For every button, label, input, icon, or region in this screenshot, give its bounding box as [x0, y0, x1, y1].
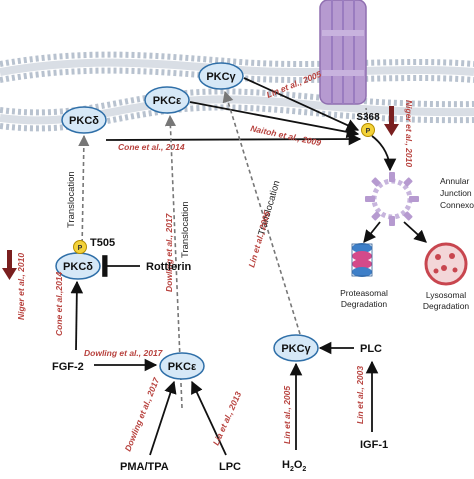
t505-phospho-badge: P [78, 245, 83, 252]
pma-tpa-label: PMA/TPA [120, 461, 169, 473]
citation-lin-2005-mid: Lin et al., 2005 [246, 210, 272, 269]
pkc-epsilon-lower-node: PKCε [159, 352, 205, 380]
pkc-delta-membrane-label: PKCδ [69, 115, 99, 127]
connexon-channel [319, 0, 367, 105]
citation-cone-2014-left: Cone et al.,2014 [54, 271, 64, 336]
pkc-delta-membrane-node: PKCδ [61, 106, 107, 134]
translocation-label-delta: Translocation [66, 171, 77, 228]
citation-lin-2005-low: Lin et al., 2005 [282, 386, 292, 444]
t505-phospho-site: P T505 [73, 237, 115, 254]
translocation-label-epsilon: Translocation [180, 201, 191, 258]
citation-dowling-2017-horiz: Dowling et al., 2017 [84, 348, 164, 358]
pkc-delta-translocation-arrow [78, 134, 90, 251]
citation-niger-2010-right: Niger et al., 2010 [404, 100, 414, 167]
pkc-delta-to-s368-arrow [105, 132, 362, 146]
h2o2-label: H2O2 [282, 459, 306, 473]
annular-label-line-2: Junction [440, 188, 472, 198]
igf1-label: IGF-1 [360, 439, 388, 451]
t505-label: T505 [90, 237, 115, 249]
to-lysosomal-arrow [403, 221, 427, 243]
annular-junction-connexosome [365, 172, 419, 226]
pkc-gamma-to-s368-arrow [243, 77, 360, 132]
s368-phospho-site: P S368 [356, 107, 380, 137]
pkc-epsilon-membrane-label: PKCε [153, 95, 182, 107]
citation-dowling-2017-mid: Dowling et al., 2017 [164, 212, 174, 292]
citation-lin-2003: Lin et al., 2003 [355, 366, 365, 424]
citation-naitoh-2009: Naitoh et al., 2009 [250, 123, 323, 148]
lpc-to-pkc-epsilon-arrow [191, 380, 227, 456]
citation-niger-2010-left: Niger et al., 2010 [16, 253, 26, 320]
pkc-gamma-translocation-arrow [222, 90, 301, 335]
proteasomal-label-line-1: Proteasomal [340, 288, 388, 298]
pkc-gamma-membrane-node: PKCγ [198, 62, 244, 90]
fgf2-label: FGF-2 [52, 361, 84, 373]
fgf2-to-pkc-delta-arrow [70, 280, 84, 351]
rottlerin-label: Rottlerin [146, 261, 192, 273]
lysosomal-label-line-1: Lysosomal [426, 290, 466, 300]
annular-label-line-1: Annular [440, 176, 469, 186]
connexin-decrease-indicator [384, 106, 399, 136]
pkc-epsilon-to-s368-arrow [189, 101, 360, 139]
pkc-delta-decrease-indicator [2, 250, 17, 280]
lpc-label: LPC [219, 461, 241, 473]
pkc-gamma-lower-node: PKCγ [273, 334, 319, 362]
to-proteasomal-arrow [363, 221, 381, 243]
lysosomal-label-line-2: Degradation [423, 301, 470, 311]
pkc-gamma-lower-label: PKCγ [281, 343, 311, 355]
pkc-delta-lower-label: PKCδ [63, 261, 93, 273]
lysosome-icon [424, 242, 468, 286]
citation-lia-2013: Lia et al., 2013 [211, 390, 244, 447]
pkc-epsilon-lower-label: PKCε [168, 361, 197, 373]
pkc-epsilon-membrane-node: PKCε [144, 86, 190, 114]
s368-phospho-badge: P [366, 128, 371, 135]
proteasome-icon [351, 243, 373, 277]
annular-label-line-3: Connexos [440, 200, 474, 210]
pma-tpa-to-pkc-epsilon-arrow [149, 380, 177, 456]
pkc-gamma-membrane-label: PKCγ [206, 71, 236, 83]
plc-label: PLC [360, 343, 382, 355]
proteasomal-label-line-2: Degradation [341, 299, 388, 309]
citation-dowling-2017-low: Dowling et al., 2017 [123, 375, 162, 453]
s368-to-annular-junction-arrow [371, 135, 397, 172]
s368-label: S368 [356, 112, 380, 123]
citation-cone-2014-top: Cone et al., 2014 [118, 142, 185, 152]
